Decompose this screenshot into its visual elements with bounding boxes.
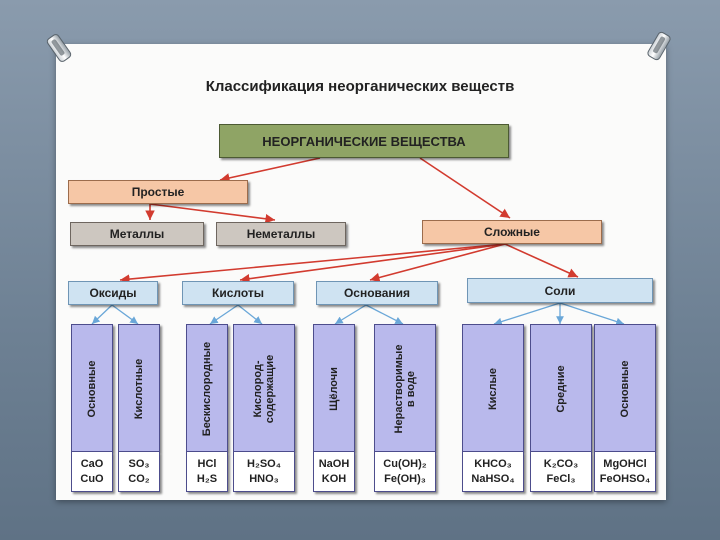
page-title: Классификация неорганических веществ [205,78,515,95]
acid-oxygen-free-column: Бескислородные [186,324,228,452]
formula-cell: CaO CuO [71,452,113,492]
formula: H₂SO₄ [247,457,281,470]
formula: NaOH [318,457,350,470]
formula: HNO₃ [249,472,279,485]
column-label: Основные [619,360,631,418]
formula: CaO [80,457,104,470]
oxides-node: Оксиды [68,281,158,305]
column-label: Кислотные [133,358,145,420]
complex-substances-node: Сложные [422,220,602,244]
column-label: Щёлочи [328,367,340,411]
formula: FeCl₃ [546,472,576,485]
formula: SO₃ [128,457,150,470]
column-label: Средние [555,365,567,413]
column-label: Бескислородные [201,341,213,437]
acids-node: Кислоты [182,281,294,305]
formula-cell: K₂CO₃ FeCl₃ [530,452,592,492]
formula-cell: H₂SO₄ HNO₃ [233,452,295,492]
formula: HCl [197,457,217,470]
formula: KOH [321,472,347,485]
formula: K₂CO₃ [543,457,579,470]
salt-basic-column: Основные [594,324,656,452]
formula-cell: HCl H₂S [186,452,228,492]
formula-cell: KHCO₃ NaHSO₄ [462,452,524,492]
column-label: Основные [86,360,98,418]
formula-cell: Cu(OH)₂ Fe(OH)₃ [374,452,436,492]
salt-normal-column: Средние [530,324,592,452]
formula-cell: MgOHCl FeOHSO₄ [594,452,656,492]
column-label: Нерастворимые в воде [393,344,417,434]
formula: KHCO₃ [474,457,512,470]
oxide-basic-column: Основные [71,324,113,452]
formula: NaHSO₄ [471,472,515,485]
salt-acidic-column: Кислые [462,324,524,452]
column-label: Кислые [487,367,499,411]
formula: H₂S [196,472,218,485]
formula: Fe(OH)₃ [384,472,426,485]
formula: MgOHCl [603,457,647,470]
simple-substances-node: Простые [68,180,248,204]
formula-cell: SO₃ CO₂ [118,452,160,492]
column-label: Кислород- содержащие [252,354,276,424]
oxide-acidic-column: Кислотные [118,324,160,452]
formula-cell: NaOH KOH [313,452,355,492]
formula: CuO [80,472,104,485]
base-insoluble-column: Нерастворимые в воде [374,324,436,452]
salts-node: Соли [467,278,653,303]
formula: FeOHSO₄ [599,472,651,485]
nonmetals-node: Неметаллы [216,222,346,246]
bases-node: Основания [316,281,438,305]
root-node: НЕОРГАНИЧЕСКИЕ ВЕЩЕСТВА [219,124,509,158]
metals-node: Металлы [70,222,204,246]
formula: CO₂ [128,472,150,485]
acid-oxygen-containing-column: Кислород- содержащие [233,324,295,452]
formula: Cu(OH)₂ [383,457,427,470]
base-alkali-column: Щёлочи [313,324,355,452]
